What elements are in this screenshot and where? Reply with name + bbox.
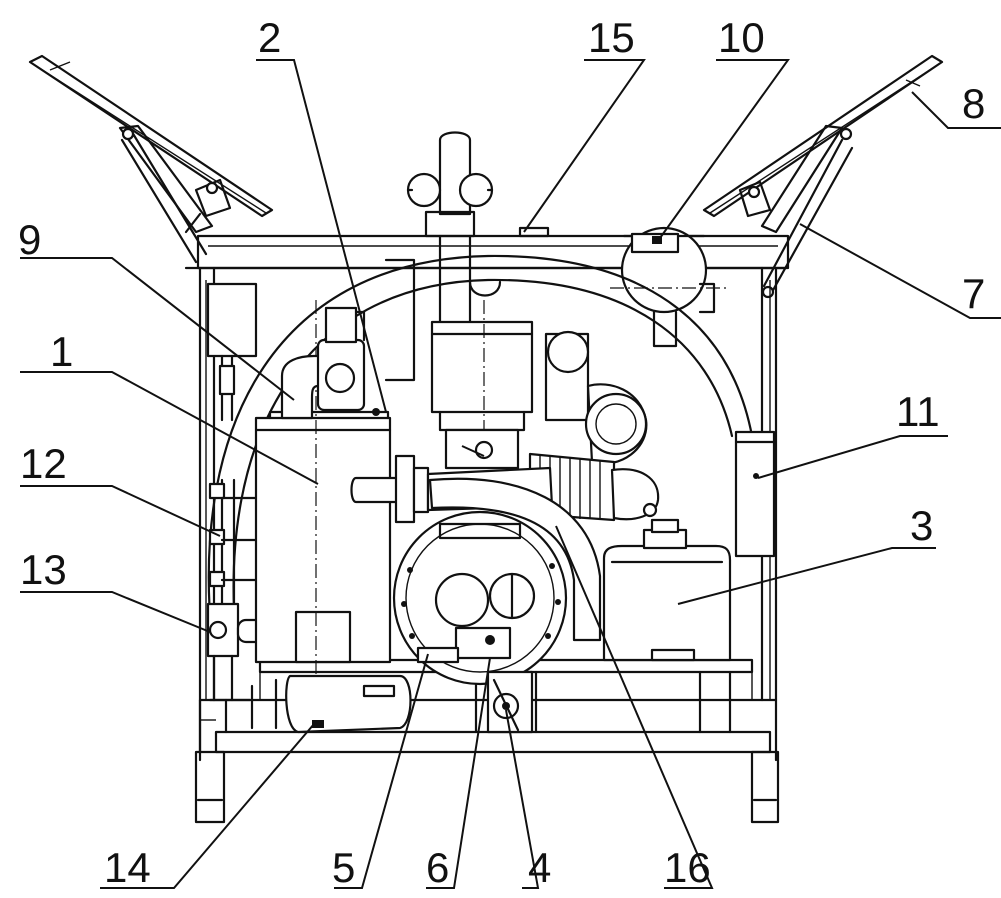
leader-lines [20, 59, 1001, 889]
callout-1: 1 [50, 328, 73, 375]
left-valve-bank [206, 282, 280, 702]
callout-16: 16 [664, 844, 711, 891]
callout-6: 6 [426, 844, 449, 891]
callout-11: 11 [896, 388, 940, 435]
left-cover-panel [28, 54, 274, 264]
filter-tank [254, 258, 430, 720]
engine-block [426, 330, 660, 642]
callout-14: 14 [104, 844, 151, 891]
lower-cradle [250, 674, 412, 734]
fluid-tank [602, 430, 776, 662]
top-right-filter [610, 226, 728, 348]
callout-12: 12 [20, 440, 67, 487]
callout-3: 3 [910, 502, 933, 549]
callout-4: 4 [528, 844, 551, 891]
top-exhaust [406, 131, 550, 324]
callout-10: 10 [718, 14, 765, 61]
callout-2: 2 [258, 14, 281, 61]
center-cylinder [430, 280, 534, 470]
callout-7: 7 [962, 270, 985, 317]
callout-5: 5 [332, 844, 355, 891]
callout-9: 9 [18, 216, 41, 263]
pump-assembly [392, 510, 568, 734]
callout-15: 15 [588, 14, 635, 61]
callout-labels: 1 2 3 4 5 6 7 8 9 10 11 12 13 14 15 16 [18, 14, 985, 891]
callout-13: 13 [20, 546, 67, 593]
right-cover-panel [702, 54, 944, 299]
callout-8: 8 [962, 80, 985, 127]
